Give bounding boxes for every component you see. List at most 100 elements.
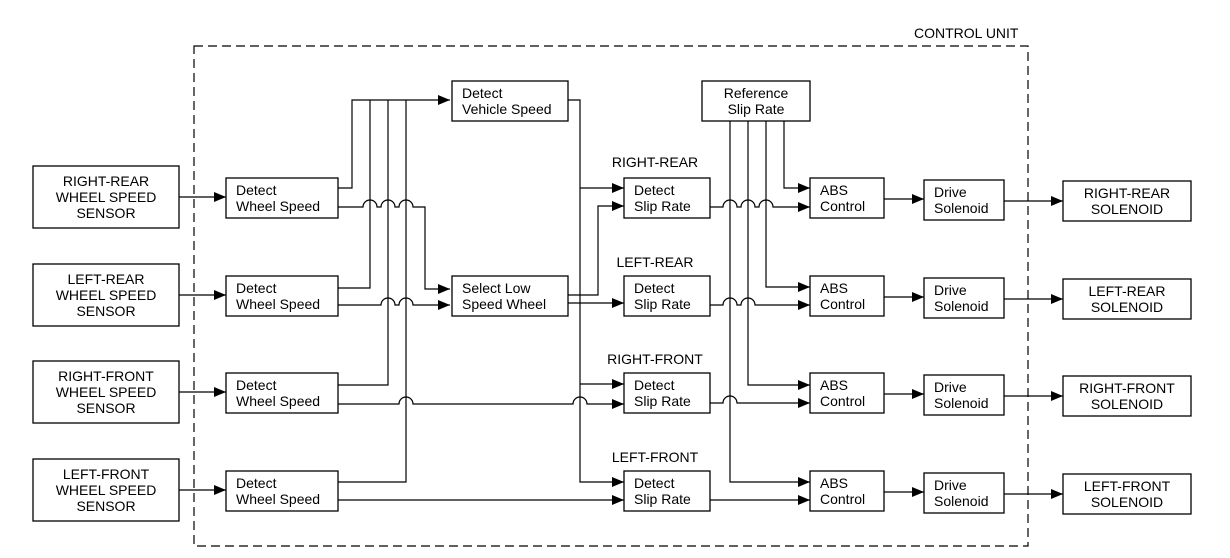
dsr-to-abs-0 [710, 199, 810, 212]
detect-wheel-speed-1-label: Wheel Speed [236, 296, 320, 312]
wheel-speed-sensor-1-label: LEFT-REAR [67, 271, 144, 287]
abs-control-1-frame [809, 275, 885, 317]
solenoid-0-label: RIGHT-REAR [1084, 185, 1170, 201]
wheel-speed-sensor-3-frame [32, 458, 180, 522]
detect-wheel-speed-2-label: Wheel Speed [236, 393, 320, 409]
abs-control-3-label: Control [820, 491, 865, 507]
ref-line-3 [729, 118, 810, 487]
bus-line-1 [338, 100, 371, 289]
abs-control-1-label: ABS [820, 280, 848, 296]
drive-solenoid-1-label: Drive [934, 282, 967, 298]
drive-solenoid-0-label: Drive [934, 184, 967, 200]
solenoid-2-frame [1062, 375, 1192, 417]
detect-wheel-speed-0-label: Detect [236, 182, 277, 198]
rf-to-dsr-2 [338, 396, 624, 409]
slip-rate-title-1: LEFT-REAR [616, 254, 693, 270]
bus-line-3 [338, 100, 407, 483]
detect-slip-rate-1-label: Detect [634, 280, 675, 296]
drive-solenoid-0-label: Solenoid [934, 200, 989, 216]
dsr-to-abs-1 [710, 297, 810, 310]
detect-slip-rate-2-label: Slip Rate [634, 393, 691, 409]
detect-vehicle-speed-label: Vehicle Speed [462, 101, 552, 117]
reference-slip-rate-frame [701, 80, 811, 122]
abs-control-2-label: ABS [820, 377, 848, 393]
select-low-speed-wheel-frame [451, 275, 569, 317]
solenoid-1-label: LEFT-REAR [1088, 283, 1165, 299]
drive-solenoid-2-label: Drive [934, 379, 967, 395]
reference-slip-rate-label: Reference [724, 85, 789, 101]
control-unit-frame [193, 45, 1029, 547]
wheel-speed-sensor-3-label: WHEEL SPEED [56, 482, 157, 498]
abs-control-0-label: Control [820, 198, 865, 214]
bus-line-0 [338, 95, 450, 189]
detect-wheel-speed-2-frame [225, 372, 339, 414]
slip-rate-title-0: RIGHT-REAR [612, 154, 698, 170]
detect-wheel-speed-0-frame [225, 177, 339, 219]
dsr-to-abs-2 [710, 395, 810, 408]
detect-slip-rate-3-label: Detect [634, 475, 675, 491]
detect-slip-rate-2-label: Detect [634, 377, 675, 393]
detect-wheel-speed-2-label: Detect [236, 377, 277, 393]
drive-solenoid-1-frame [923, 277, 1005, 319]
abs-control-2-label: Control [820, 393, 865, 409]
detect-slip-rate-3-label: Slip Rate [634, 491, 691, 507]
bus-line-2 [338, 100, 389, 386]
wheel-speed-sensor-1-label: SENSOR [76, 303, 135, 319]
detect-slip-rate-2-frame [623, 372, 711, 414]
solenoid-0-frame [1062, 180, 1192, 222]
wheel-speed-sensor-2-frame [32, 360, 180, 424]
detect-slip-rate-1-label: Slip Rate [634, 296, 691, 312]
detect-wheel-speed-3-label: Wheel Speed [236, 491, 320, 507]
abs-control-3-frame [809, 470, 885, 512]
solenoid-3-label: SOLENOID [1091, 494, 1163, 510]
wheel-speed-sensor-0-label: WHEEL SPEED [56, 189, 157, 205]
wheel-speed-sensor-3-label: LEFT-FRONT [63, 466, 150, 482]
control-unit-label: CONTROL UNIT [914, 25, 1019, 41]
detect-wheel-speed-3-label: Detect [236, 475, 277, 491]
ref-line-0 [783, 118, 810, 193]
drive-solenoid-3-label: Solenoid [934, 493, 989, 509]
wheel-speed-sensor-0-frame [32, 165, 180, 229]
slip-rate-title-3: LEFT-FRONT [612, 449, 699, 465]
drive-solenoid-3-label: Drive [934, 477, 967, 493]
solenoid-2-label: SOLENOID [1091, 396, 1163, 412]
select-to-dsr-0 [568, 201, 624, 296]
ref-line-2 [747, 118, 810, 390]
wheel-speed-sensor-0-label: RIGHT-REAR [63, 173, 149, 189]
solenoid-3-frame [1062, 473, 1192, 515]
select-low-speed-wheel-label: Speed Wheel [462, 296, 546, 312]
detect-vehicle-speed-label: Detect [462, 85, 503, 101]
detect-slip-rate-3-frame [623, 470, 711, 512]
detect-slip-rate-0-label: Slip Rate [634, 198, 691, 214]
vehicle-speed-bus [568, 99, 624, 487]
ref-line-1 [765, 118, 810, 292]
drive-solenoid-1-label: Solenoid [934, 298, 989, 314]
wheel-speed-sensor-2-label: RIGHT-FRONT [58, 368, 154, 384]
reference-slip-rate-label: Slip Rate [728, 101, 785, 117]
drive-solenoid-2-frame [923, 374, 1005, 416]
detect-slip-rate-0-label: Detect [634, 182, 675, 198]
wheel-speed-sensor-1-label: WHEEL SPEED [56, 287, 157, 303]
solenoid-2-label: RIGHT-FRONT [1079, 380, 1175, 396]
abs-control-0-label: ABS [820, 182, 848, 198]
select-low-speed-wheel-label: Select Low [462, 280, 531, 296]
solenoid-3-label: LEFT-FRONT [1084, 478, 1171, 494]
